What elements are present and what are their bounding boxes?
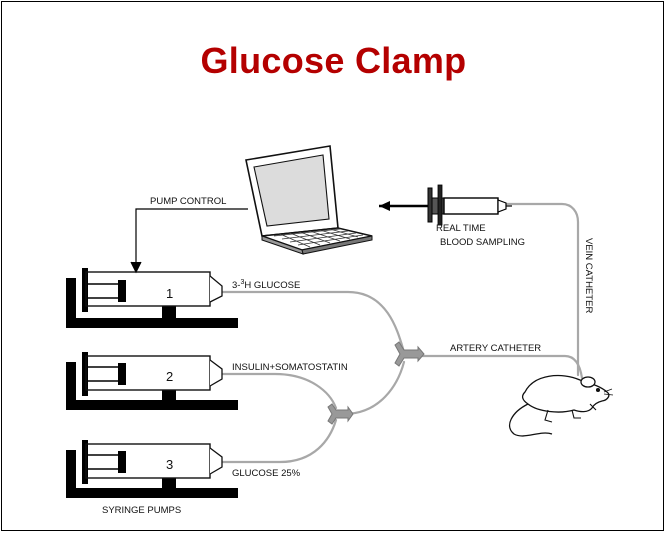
line3-label: GLUCOSE 25%	[232, 468, 301, 479]
tube-pump1	[220, 290, 406, 354]
real-time-label-line2: BLOOD SAMPLING	[440, 237, 525, 248]
tube-pump3	[220, 418, 338, 464]
artery-catheter-label: ARTERY CATHETER	[450, 343, 541, 354]
syringe-icon	[379, 184, 512, 226]
tube-merge-2-3	[342, 360, 406, 416]
line2-label: INSULIN+SOMATOSTATIN	[232, 362, 348, 373]
tube-pump2	[220, 372, 338, 410]
syringe-pump-2	[66, 352, 238, 410]
pump-control-arrow	[130, 208, 248, 274]
diagram-title: Glucose Clamp	[200, 40, 467, 81]
y-connector-icon	[394, 341, 425, 367]
rat-icon	[509, 374, 614, 437]
y-connector-icon	[327, 403, 354, 425]
real-time-label-line1: REAL TIME	[436, 223, 486, 234]
pump-control-label: PUMP CONTROL	[150, 196, 226, 207]
vein-catheter-label: VEIN CATHETER	[583, 238, 594, 313]
laptop-icon	[245, 145, 373, 255]
tube-vein	[504, 202, 580, 377]
line1-label: 3-3H GLUCOSE	[232, 279, 300, 291]
tube-artery	[418, 354, 584, 380]
tubing-lines	[220, 202, 584, 464]
pump-number-1: 1	[166, 286, 173, 301]
syringe-pump-icon	[66, 268, 238, 498]
pump-number-2: 2	[166, 369, 173, 384]
syringe-pump-3	[66, 440, 238, 498]
syringe-pumps-label: SYRINGE PUMPS	[102, 505, 181, 516]
syringe-pump-1	[66, 268, 238, 328]
pump-number-3: 3	[166, 457, 173, 472]
